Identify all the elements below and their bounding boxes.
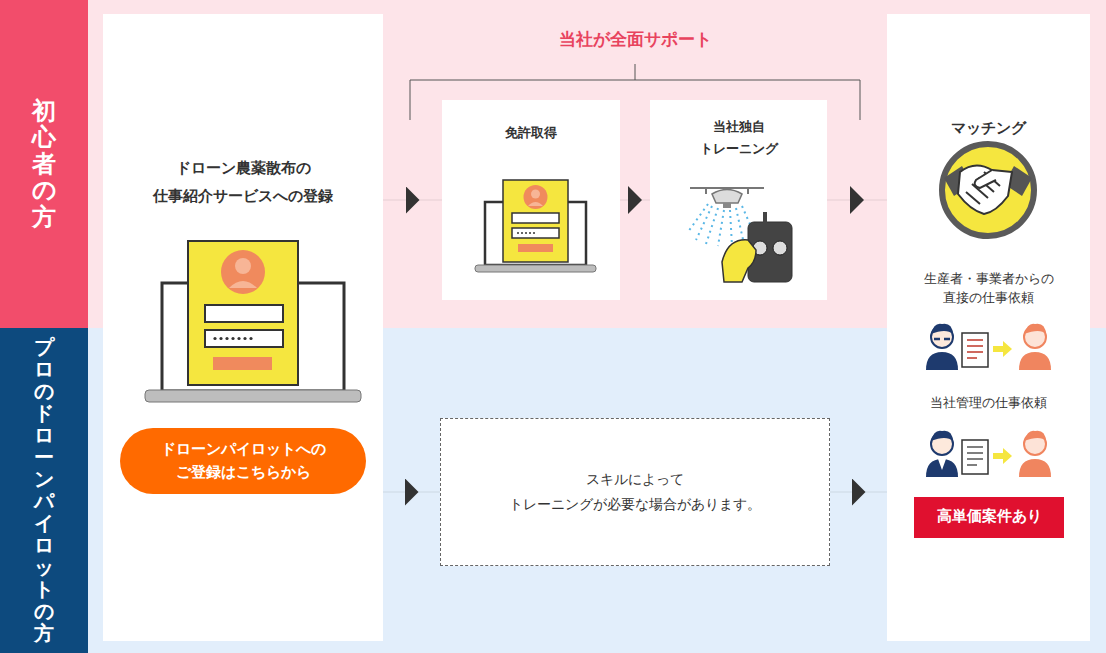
flow-connector <box>620 200 650 201</box>
node-text: ドローンパイロットへの ご登録はこちらから <box>138 438 348 483</box>
step-box: 免許取得 <box>442 100 620 300</box>
node-text: 高単価案件あり <box>919 506 1059 527</box>
node-text: マッチング <box>899 118 1079 139</box>
node-text: ドローン農薬散布の 仕事紹介サービスへの登録 <box>123 155 363 211</box>
person-to-person-icon <box>926 324 1051 370</box>
registration-panel: ドローン農薬散布の 仕事紹介サービスへの登録ドローンパイロットへの ご登録はこち… <box>103 14 383 641</box>
person-to-person-icon <box>926 431 1051 477</box>
node-text: 生産者・事業者からの 直接の仕事依頼 <box>901 270 1076 308</box>
node-text: スキルによって トレーニングが必要な場合があります。 <box>485 467 785 517</box>
flow-connector <box>827 200 887 201</box>
node-text: 当社独自 トレーニング <box>689 116 789 160</box>
node-text: プロのドローンパイロットの方 <box>34 336 54 644</box>
matching-panel: マッチング生産者・事業者からの 直接の仕事依頼当社管理の仕事依頼高単価案件あり <box>887 14 1090 641</box>
node-text: 当社管理の仕事依頼 <box>899 394 1079 413</box>
support-heading: 当社が全面サポート <box>485 28 785 51</box>
flow-connector <box>383 200 442 201</box>
node-text: 免許取得 <box>456 124 606 142</box>
audience-band: プロのドローンパイロットの方 <box>0 328 88 653</box>
note-box: スキルによって トレーニングが必要な場合があります。 <box>440 418 830 566</box>
register-button: ドローンパイロットへの ご登録はこちらから <box>120 428 366 494</box>
badge-box: 高単価案件あり <box>914 497 1064 538</box>
flow-connector <box>830 492 887 493</box>
node-text: 初心者の方 <box>32 98 56 230</box>
audience-band: 初心者の方 <box>0 0 88 328</box>
flow-connector <box>383 492 440 493</box>
step-box: 当社独自 トレーニング <box>650 100 827 300</box>
